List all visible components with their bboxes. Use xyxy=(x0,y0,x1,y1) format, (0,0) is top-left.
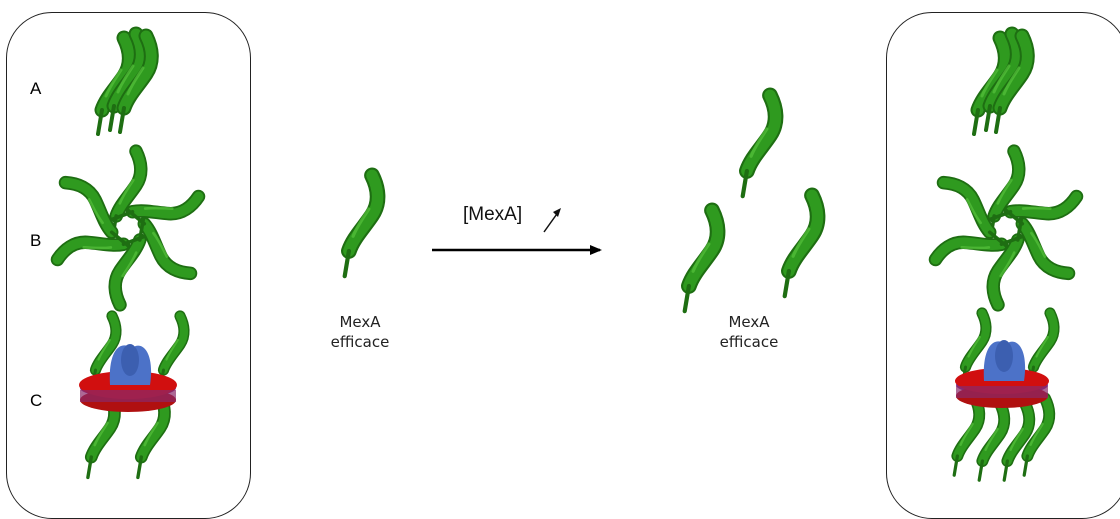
middle-caption: MexA efficace xyxy=(320,312,400,352)
label-a: A xyxy=(30,79,42,98)
mexa-monomer-middle xyxy=(345,175,378,276)
middle-caption-line2: efficace xyxy=(330,333,390,351)
right-caption-line2: efficace xyxy=(719,333,779,351)
increase-arrow-icon xyxy=(543,208,561,233)
label-b: B xyxy=(30,231,42,250)
structure-a-right xyxy=(974,34,1027,134)
structure-c-right xyxy=(954,313,1054,480)
label-c: C xyxy=(30,391,43,410)
structure-b-left xyxy=(54,151,202,305)
mexa-monomers-right xyxy=(685,95,818,311)
right-caption: MexA efficace xyxy=(709,312,789,352)
structure-c-left xyxy=(79,316,184,477)
arrow-label: [MexA] xyxy=(463,204,523,225)
right-caption-line1: MexA xyxy=(728,313,770,331)
structure-a-left xyxy=(98,34,151,134)
middle-caption-line1: MexA xyxy=(339,313,381,331)
structure-b-right xyxy=(932,151,1080,305)
